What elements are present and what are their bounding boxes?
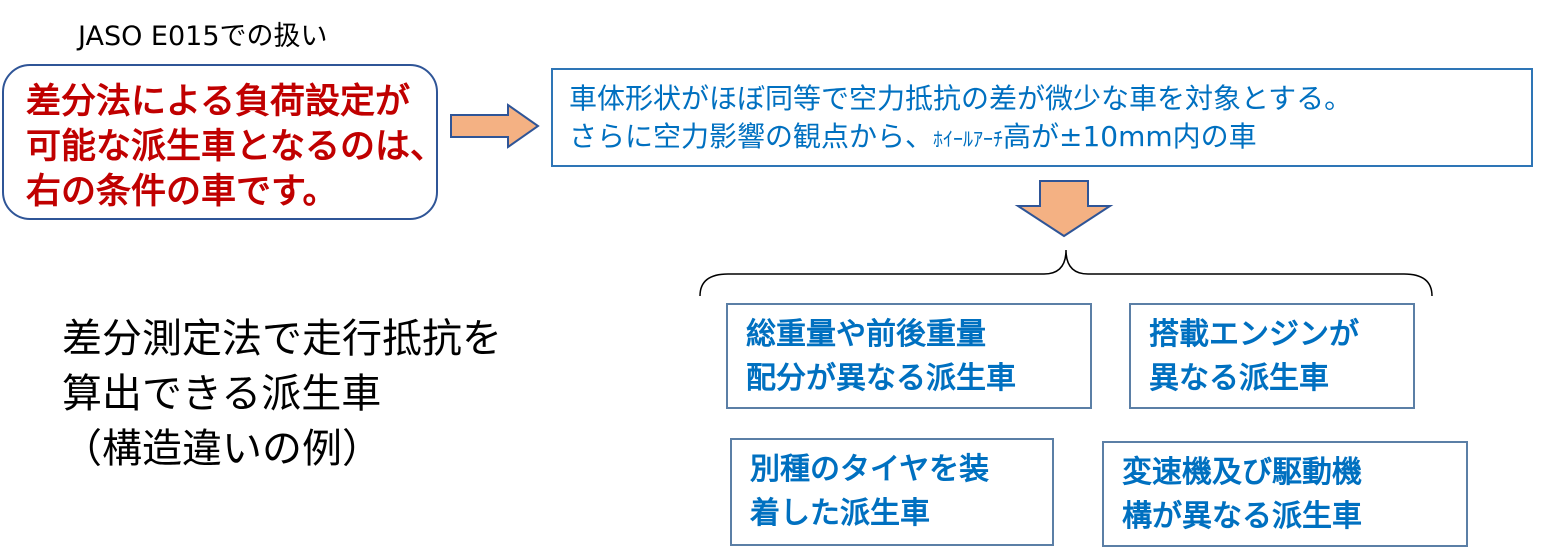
category-line: 構が異なる派生車 <box>1122 499 1362 534</box>
target-line-1: 車体形状がほぼ同等で空力抵抗の差が微少な車を対象とする。 <box>569 82 1353 115</box>
label-line: （構造違いの例） <box>62 426 382 472</box>
category-tire-box: 別種のタイヤを装 着した派生車 <box>730 438 1054 546</box>
category-engine-box: 搭載エンジンが 異なる派生車 <box>1129 303 1415 409</box>
category-line: 別種のタイヤを装 <box>750 452 990 487</box>
target-line-2-end: 高が±10mm内の車 <box>1003 120 1257 153</box>
right-arrow-icon <box>450 103 540 149</box>
label-line: 算出できる派生車 <box>62 371 382 417</box>
label-line: 差分測定法で走行抵抗を <box>62 316 502 362</box>
down-arrow-icon <box>1014 180 1114 238</box>
category-line: 異なる派生車 <box>1149 361 1329 396</box>
category-weight-box: 総重量や前後重量 配分が異なる派生車 <box>726 303 1092 409</box>
condition-line: 右の条件の車です。 <box>26 172 338 212</box>
grouping-brace <box>699 249 1433 297</box>
target-line-2-start: さらに空力影響の観点から、 <box>569 120 934 153</box>
target-line-2-wheel-arch: ﾎｲｰﾙｱｰﾁ <box>933 127 1004 151</box>
heading: JASO E015での扱い <box>78 21 328 52</box>
category-line: 総重量や前後重量 <box>746 317 986 352</box>
condition-box: 差分法による負荷設定が 可能な派生車となるのは、 右の条件の車です。 <box>2 64 445 220</box>
category-line: 変速機及び駆動機 <box>1122 455 1362 490</box>
category-line: 搭載エンジンが <box>1149 317 1359 352</box>
category-transmission-box: 変速機及び駆動機 構が異なる派生車 <box>1102 441 1468 547</box>
category-line: 配分が異なる派生車 <box>746 361 1016 396</box>
condition-line: 可能な派生車となるのは、 <box>26 127 445 167</box>
derivative-vehicle-label: 差分測定法で走行抵抗を 算出できる派生車 （構造違いの例） <box>62 312 502 477</box>
target-line-2: さらに空力影響の観点から、ﾎｲｰﾙｱｰﾁ高が±10mm内の車 <box>569 118 1531 158</box>
target-condition-box: 車体形状がほぼ同等で空力抵抗の差が微少な車を対象とする。 さらに空力影響の観点か… <box>551 68 1533 167</box>
category-line: 着した派生車 <box>750 496 930 531</box>
condition-line: 差分法による負荷設定が <box>26 82 410 122</box>
